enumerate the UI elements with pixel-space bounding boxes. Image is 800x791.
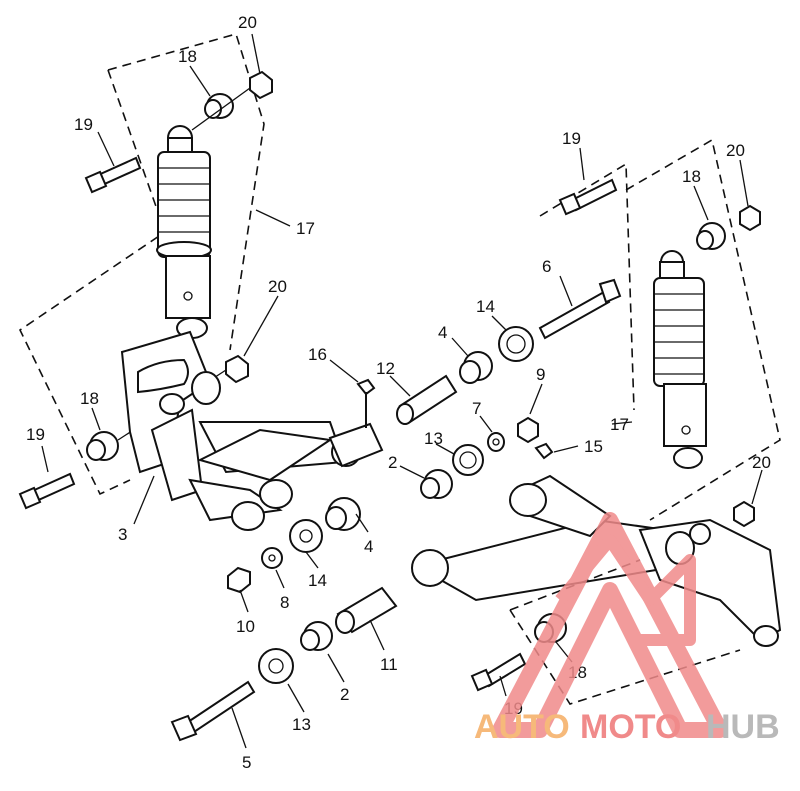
left-shock-absorber [18, 33, 273, 496]
part-label: 8 [280, 593, 289, 612]
part-label: 19 [562, 129, 581, 148]
part-label: 17 [296, 219, 315, 238]
part-label: 20 [238, 13, 257, 32]
part-label: 20 [752, 453, 771, 472]
part-label: 14 [476, 297, 495, 316]
part-label: 18 [682, 167, 701, 186]
part-label: 5 [242, 753, 251, 772]
right-shock-absorber [539, 138, 781, 521]
part-label: 16 [308, 345, 327, 364]
part-label: 2 [388, 453, 397, 472]
part-label: 19 [26, 425, 45, 444]
part-label: 6 [542, 257, 551, 276]
part-label: 4 [364, 537, 373, 556]
part-label: 15 [584, 437, 603, 456]
part-label: 7 [472, 399, 481, 418]
part-label: 18 [178, 47, 197, 66]
part-label: 20 [268, 277, 287, 296]
watermark-auto: AUTO [474, 708, 570, 746]
watermark-moto: MOTO [580, 708, 681, 746]
part-label: 18 [80, 389, 99, 408]
watermark-logo [492, 512, 728, 738]
left-lower-mount-hardware [18, 354, 249, 510]
part-label: 9 [536, 365, 545, 384]
watermark-hub: HUB [706, 708, 780, 746]
part-label: 2 [340, 685, 349, 704]
part-label: 12 [376, 359, 395, 378]
part-label: 13 [292, 715, 311, 734]
watermark-text: AUTO MOTO HUB [474, 708, 780, 746]
part-label: 17 [610, 415, 629, 434]
part-label: 10 [236, 617, 255, 636]
part-label: 4 [438, 323, 447, 342]
part-label: 19 [74, 115, 93, 134]
part-label: 20 [726, 141, 745, 160]
center-bushings [356, 278, 622, 499]
leader-lines [41, 33, 763, 749]
lower-left-parts [170, 497, 398, 742]
part-label: 11 [380, 655, 398, 674]
part-label: 3 [118, 525, 127, 544]
part-label: 14 [308, 571, 327, 590]
left-a-arm [120, 330, 384, 531]
part-label: 13 [424, 429, 443, 448]
